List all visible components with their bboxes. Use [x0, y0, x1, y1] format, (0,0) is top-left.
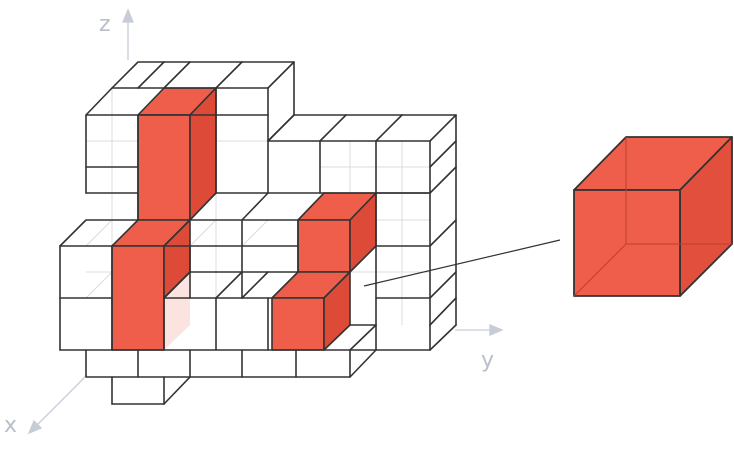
red-voxel-front: [271, 297, 325, 351]
cube-hidden-edges: [573, 137, 732, 297]
callout-line: [363, 239, 561, 287]
x-axis-line: [33, 374, 88, 429]
y-axis-arrow-icon: [489, 324, 504, 336]
z-axis-label: z: [99, 12, 111, 37]
z-axis-arrow-icon: [122, 8, 134, 23]
red-voxel-front: [297, 219, 351, 273]
red-voxel-front: [137, 114, 191, 221]
red-voxel-front: [111, 245, 165, 351]
voxel-edges: [59, 61, 457, 405]
x-axis-arrow-icon: [27, 419, 43, 435]
x-axis-label: x: [4, 413, 18, 438]
axes: [27, 8, 504, 435]
y-axis-label: y: [481, 348, 495, 373]
single-red-cube-icon: [573, 136, 733, 297]
